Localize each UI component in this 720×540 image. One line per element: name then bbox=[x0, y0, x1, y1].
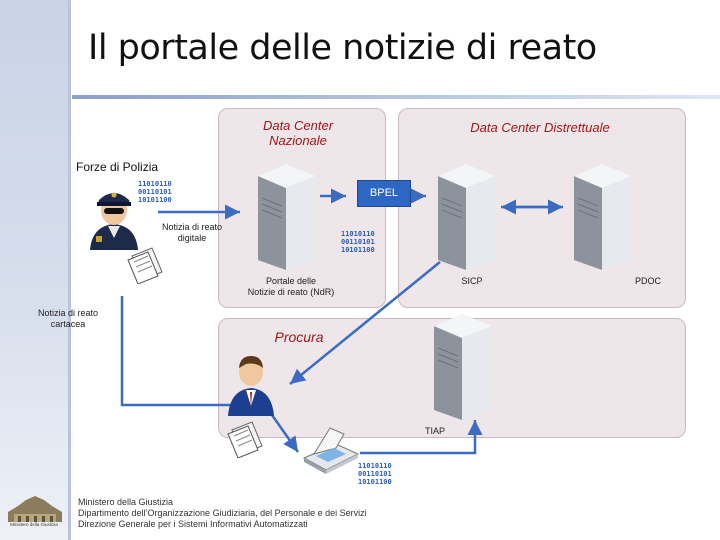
label-pdoc: PDOC bbox=[634, 276, 661, 286]
server-icon-pdoc bbox=[574, 164, 632, 270]
arrow-sicp-to-procura bbox=[289, 261, 441, 385]
sidebar-divider bbox=[68, 0, 71, 540]
footer-line-3: Direzione Generale per i Sistemi Informa… bbox=[78, 519, 308, 529]
bpel-box: BPEL bbox=[357, 180, 411, 207]
arrow-scanner-to-tiap bbox=[360, 420, 483, 455]
label-notizia-cartacea: Notizia di reato cartacea bbox=[37, 308, 99, 329]
scanner-icon bbox=[302, 427, 360, 474]
slide-sidebar bbox=[0, 0, 68, 540]
binary-block-portale: 11010110 00110101 10101100 bbox=[341, 230, 375, 254]
label-forze-di-polizia: Forze di Polizia bbox=[76, 160, 159, 174]
arrow-cartacea-to-scanner bbox=[120, 296, 300, 453]
server-icon-sicp bbox=[438, 164, 496, 270]
police-officer-icon bbox=[90, 192, 138, 250]
label-data-center-distrettuale: Data Center Distrettuale bbox=[470, 120, 610, 135]
label-notizia-digitale: Notizia di reato digitale bbox=[161, 222, 223, 243]
slide-title: Il portale delle notizie di reato bbox=[88, 28, 597, 68]
footer-line-2: Dipartimento dell’Organizzazione Giudizi… bbox=[78, 508, 367, 518]
footer-line-1: Ministero della Giustizia bbox=[78, 497, 174, 507]
procura-person-icon bbox=[228, 356, 274, 416]
paper-document-icon bbox=[127, 247, 163, 284]
logo-caption: Ministero della Giustizia bbox=[10, 522, 58, 527]
footer: Ministero della Giustizia Dipartimento d… bbox=[78, 497, 367, 530]
label-tiap: TIAP bbox=[424, 426, 445, 436]
binary-block-polizia: 11010110 00110101 10101100 bbox=[138, 180, 172, 204]
server-icon-tiap bbox=[434, 314, 492, 420]
server-icon-portale bbox=[258, 164, 316, 270]
ministry-emblem-icon bbox=[8, 496, 62, 522]
label-data-center-nazionale: Data Center Nazionale bbox=[262, 118, 334, 148]
binary-block-scanner: 11010110 00110101 10101100 bbox=[358, 462, 392, 486]
paper-document-icon-procura bbox=[227, 421, 263, 458]
title-rule bbox=[72, 95, 720, 99]
label-procura: Procura bbox=[274, 329, 324, 345]
label-sicp: SICP bbox=[461, 276, 483, 286]
label-portale: Portale delle Notizie di reato (NdR) bbox=[247, 276, 335, 297]
